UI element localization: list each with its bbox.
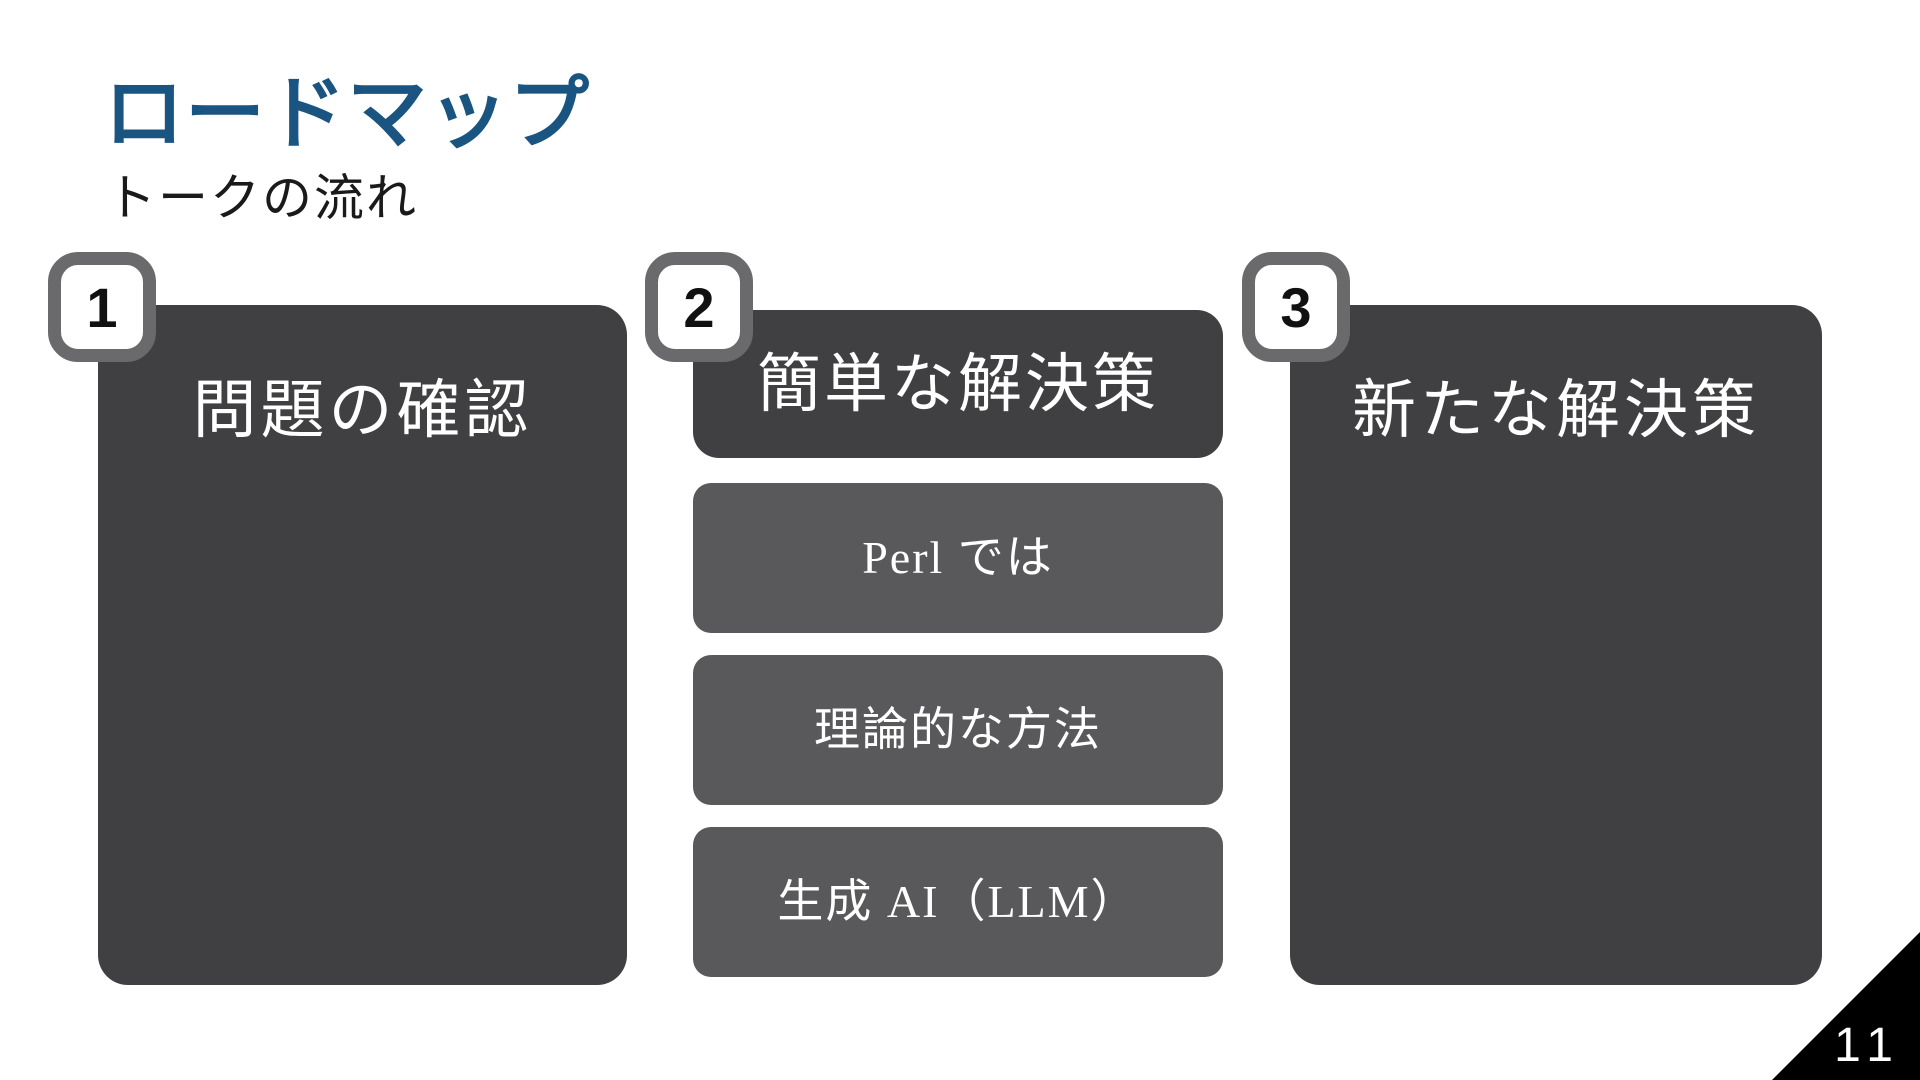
step-3-heading: 新たな解決策 <box>1352 374 1760 446</box>
step-1-box: 問題の確認 <box>98 305 627 985</box>
step-1-number: 1 <box>86 275 118 339</box>
step-1-number-badge: 1 <box>48 252 156 362</box>
step-2-number: 2 <box>683 275 715 339</box>
step-2-item: 生成 AI（LLM） <box>693 827 1223 977</box>
step-3-box: 新たな解決策 <box>1290 305 1822 985</box>
step-2-number-badge: 2 <box>645 252 753 362</box>
slide-subtitle: トークの流れ <box>106 170 418 226</box>
step-2-box: 簡単な解決策 <box>693 310 1223 458</box>
page-number: 11 <box>1834 1019 1902 1072</box>
step-2-item: Perl では <box>693 483 1223 633</box>
step-2-heading: 簡単な解決策 <box>757 348 1159 420</box>
step-2-item: 理論的な方法 <box>693 655 1223 805</box>
step-3-number-badge: 3 <box>1242 252 1350 362</box>
step-1-heading: 問題の確認 <box>192 374 533 446</box>
slide-title: ロードマップ <box>104 69 590 158</box>
step-3-number: 3 <box>1280 275 1312 339</box>
